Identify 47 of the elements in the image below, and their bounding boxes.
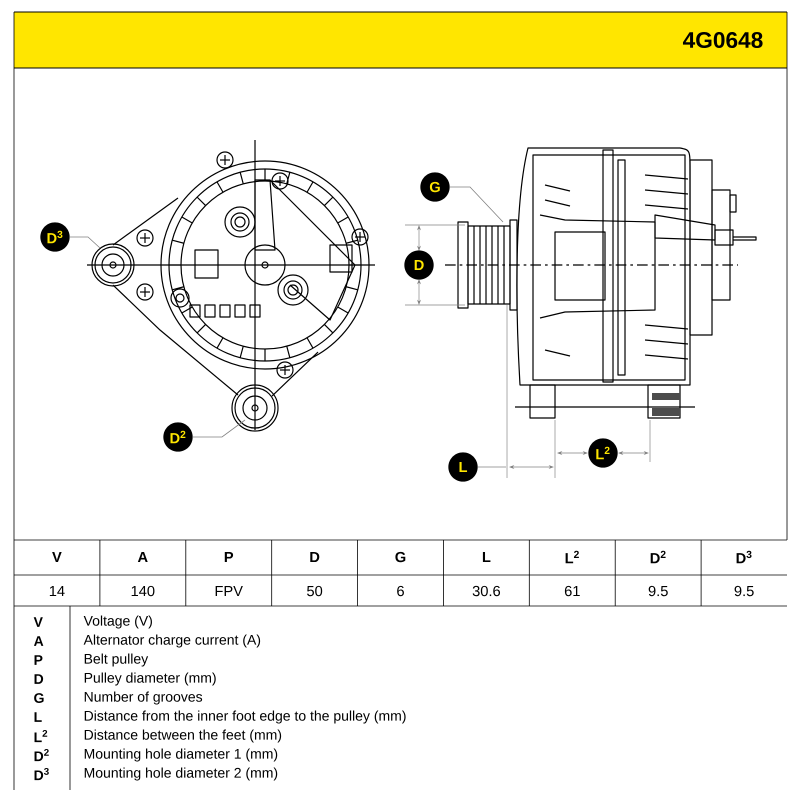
table-header-cell: L <box>482 552 490 562</box>
description-text: Distance from the inner foot edge to the pulley (mm) <box>84 710 406 724</box>
table-cell: 9.5 <box>648 586 668 596</box>
header-bar: 4G0648 <box>14 11 787 69</box>
symbol-text: L <box>34 712 42 722</box>
callout-badge: L$^{2}$ <box>588 438 618 468</box>
table-cell: 9.5 <box>734 586 754 596</box>
leader-line <box>478 466 506 468</box>
description-text: Voltage (V) <box>84 615 152 629</box>
description-text: Alternator charge current (A) <box>84 634 260 648</box>
table-cell: 140 <box>132 586 154 596</box>
table-cell: 14 <box>50 586 65 596</box>
table-cell: FPV <box>216 586 243 596</box>
table-cell: 61 <box>564 586 580 596</box>
symbol-text: D <box>34 674 44 684</box>
callout-badge: D <box>404 250 434 280</box>
description-text: Pulley diameter (mm) <box>84 672 216 686</box>
table-cell: 6 <box>397 586 404 596</box>
description-text: Distance between the feet (mm) <box>84 730 282 743</box>
callout-badge: D$^{2}$ <box>163 422 193 452</box>
table-header-cell: P <box>224 552 234 562</box>
description-text: Belt pulley <box>84 654 148 667</box>
description-text: Mounting hole diameter 1 (mm) <box>84 748 278 762</box>
table-header-cell: D$^{3}$ <box>736 550 752 564</box>
symbol-text: D$^{3}$ <box>34 768 49 780</box>
symbol-text: V <box>34 617 43 627</box>
symbol-text: A <box>34 636 44 646</box>
description-text: Number of grooves <box>84 692 202 705</box>
table-header-cell: A <box>138 552 148 562</box>
symbol-text: L$^{2}$ <box>34 730 48 742</box>
description-text: Mounting hole diameter 2 (mm) <box>84 768 278 781</box>
callout-badge: D$^{3}$ <box>40 222 70 252</box>
table-cell: 30.6 <box>472 586 500 596</box>
leader-line <box>192 420 246 438</box>
symbol-text: P <box>34 655 42 665</box>
table-header-cell: D <box>310 552 320 562</box>
symbol-text: G <box>34 693 44 703</box>
table-cell: 50 <box>307 586 322 596</box>
table-header-cell: V <box>52 552 62 562</box>
leader-line <box>70 236 100 248</box>
leader-line <box>450 186 504 222</box>
table-header-cell: L$^{2}$ <box>566 550 579 564</box>
table-header-cell: G <box>395 552 406 562</box>
callout-badge: G <box>420 172 450 202</box>
table-header-cell: D$^{2}$ <box>650 550 666 564</box>
symbol-text: D$^{2}$ <box>34 748 49 762</box>
callout-badge: L <box>448 452 478 482</box>
